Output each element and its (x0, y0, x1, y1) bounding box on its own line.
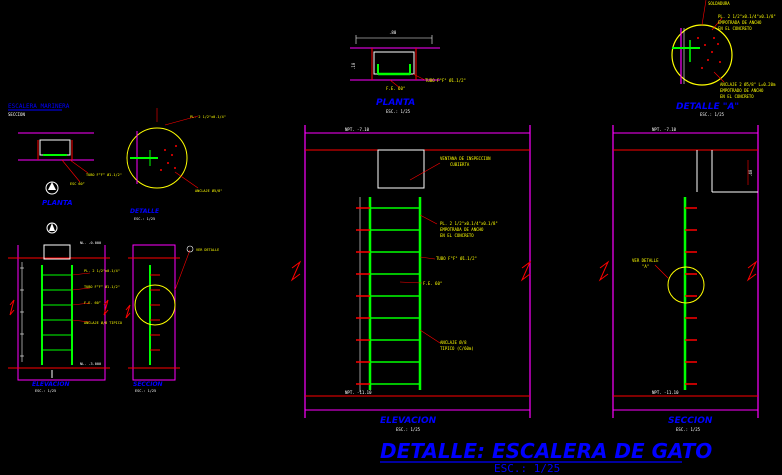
svg-text:TUBO F°F° Ø1.1/2": TUBO F°F° Ø1.1/2" (84, 284, 120, 289)
main-title-block: DETALLE: ESCALERA DE GATO ESC.: 1/25 (380, 439, 712, 475)
left-small-details: ESCALERA MARINERA SECCION TUBO F°F° Ø1.1… (8, 103, 226, 393)
left-npt-bottom: NL. -3.000 (80, 362, 101, 366)
svg-text:EN EL CONCRETO: EN EL CONCRETO (440, 233, 474, 238)
planta-scale: ESC.: 1/25 (386, 109, 411, 114)
elevacion-title: ELEVACION (380, 416, 437, 426)
svg-text:EMPOTRADA DE ANCHO: EMPOTRADA DE ANCHO (440, 227, 484, 232)
sec-npt-top: NPT. -7.10 (652, 127, 677, 132)
elev-npt-bottom: NPT. -11.10 (345, 390, 372, 395)
left-planta-title: PLANTA (42, 199, 73, 207)
seccion-scale: ESC.: 1/25 (676, 427, 701, 432)
svg-text:ESC.: 1/25: ESC.: 1/25 (35, 389, 56, 393)
svg-text:ESC.: 1/25: ESC.: 1/25 (135, 389, 156, 393)
svg-text:F.E. 60°: F.E. 60° (84, 301, 101, 305)
svg-text:EMPOTRADO DE ANCHO: EMPOTRADO DE ANCHO (720, 88, 764, 93)
detalle-a-title: DETALLE "A" (676, 102, 739, 112)
planta-view: .80 .10 TUBO F°F° Ø1.1/2" F.E. 60° PLANT… (350, 30, 466, 114)
detalle-a-view: SOLDADURA PL. 2 1/2"x0.1/4"x0.1/8" EMPOT… (671, 0, 776, 117)
planta-dim-top: .80 (389, 30, 397, 35)
svg-text:TUBO F°F° Ø1.1/2": TUBO F°F° Ø1.1/2" (86, 172, 122, 177)
elev-note-tube: TUBO F°F° Ø1.1/2" (436, 256, 477, 261)
left-npt-top: NL. -0.000 (80, 241, 101, 245)
svg-text:EMPOTRADA DE ANCHO: EMPOTRADA DE ANCHO (718, 20, 762, 25)
svg-text:ANCLAJE Ø/8: ANCLAJE Ø/8 (440, 340, 467, 345)
svg-text:ANCLAJE Ø/8 TIPICO: ANCLAJE Ø/8 TIPICO (84, 320, 122, 325)
planta-note-tube: TUBO F°F° Ø1.1/2" (425, 78, 466, 83)
left-small-elevation: NL. -0.000 NL. -3.000 PL. 2 1/2"x0.1/4" … (8, 222, 122, 393)
left-top-sub: SECCION (8, 112, 25, 117)
left-small-section: VER DETALLE SECCION ESC.: 1/25 (125, 244, 219, 393)
detalle-a-scale: ESC.: 1/25 (700, 112, 725, 117)
seccion-title: SECCION (668, 416, 713, 426)
sec-npt-bottom: NPT. -11.10 (652, 390, 679, 395)
left-planta-symbol: PLANTA (42, 181, 73, 207)
elevacion-scale: ESC.: 1/25 (396, 427, 421, 432)
elev-npt-top: NPT. -7.10 (345, 127, 370, 132)
svg-text:TIPICO (C/60m): TIPICO (C/60m) (440, 346, 474, 351)
elev-note-fe: F.E. 60° (423, 281, 442, 286)
left-elevacion-title: ELEVACION (32, 381, 69, 388)
svg-text:VER DETALLE: VER DETALLE (632, 258, 659, 263)
left-top-title: ESCALERA MARINERA (8, 103, 70, 110)
svg-text:EN EL CONCRETO: EN EL CONCRETO (718, 26, 752, 31)
left-seccion-title: SECCION (133, 381, 163, 388)
left-note-c: VER DETALLE (196, 248, 219, 252)
svg-text:EN EL CONCRETO: EN EL CONCRETO (720, 94, 754, 99)
svg-text:ANCLAJE 2 Ø5/8" L=0.20m: ANCLAJE 2 Ø5/8" L=0.20m (720, 82, 776, 87)
detalle-a-note-top: SOLDADURA (708, 1, 730, 6)
svg-text:PL. 2 1/2"x0.1/4"x0.1/8": PL. 2 1/2"x0.1/4"x0.1/8" (718, 14, 776, 19)
planta-dim-side: .10 (351, 62, 356, 70)
svg-text:PL. 2 1/2"x0.1/4"x0.1/8": PL. 2 1/2"x0.1/4"x0.1/8" (440, 221, 498, 226)
svg-text:.40: .40 (748, 169, 753, 177)
left-detalle-scale: ESC.: 1/25 (134, 217, 155, 221)
svg-text:CUBIERTA: CUBIERTA (450, 162, 470, 167)
main-scale: ESC.: 1/25 (494, 462, 560, 475)
main-title: DETALLE: ESCALERA DE GATO (380, 439, 712, 463)
left-small-detail: PL. 2 1/2"x0.1/4" ANCLAJE Ø5/8" DETALLE … (126, 108, 226, 221)
left-detalle-title: DETALLE (130, 208, 160, 215)
svg-text:PL. 2 1/2"x0.1/4": PL. 2 1/2"x0.1/4" (84, 269, 120, 273)
svg-text:"A": "A" (642, 264, 649, 269)
svg-text:ESC 60°: ESC 60° (70, 182, 85, 186)
seccion-view: .40 VER DETALLE "A" NPT. -7.10 NPT. -11.… (598, 125, 759, 432)
left-note-a: PL. 2 1/2"x0.1/4" (190, 115, 226, 119)
planta-note-angle: F.E. 60° (386, 86, 405, 91)
left-small-plan: TUBO F°F° Ø1.1/2" ESC 60° (18, 132, 122, 186)
left-note-b: ANCLAJE Ø5/8" (195, 188, 222, 193)
planta-title: PLANTA (376, 98, 415, 108)
elevacion-view: NPT. -7.10 NPT. -11.10 VENTANA DE INSPEC… (290, 125, 532, 432)
svg-text:VENTANA DE INSPECCION: VENTANA DE INSPECCION (440, 156, 491, 161)
